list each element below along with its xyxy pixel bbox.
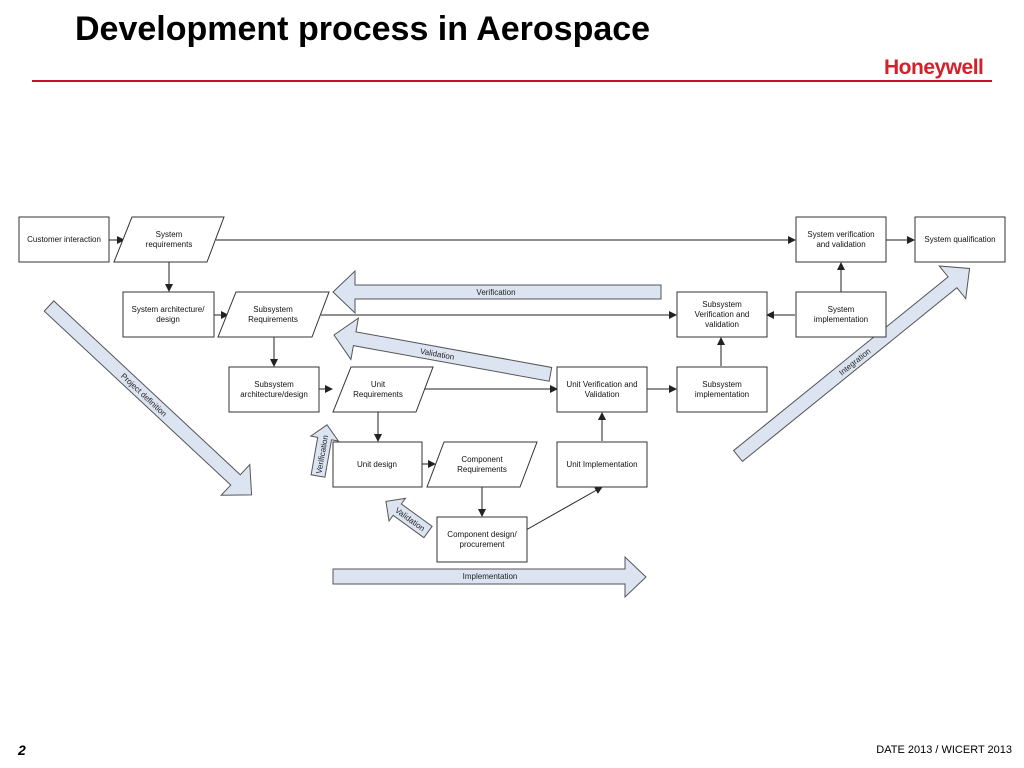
- svg-text:System qualification: System qualification: [924, 235, 995, 244]
- node-unit-design: Unit design: [332, 441, 423, 488]
- svg-text:Unit Implementation: Unit Implementation: [566, 460, 637, 469]
- connectors: [109, 236, 915, 531]
- title-divider: [32, 80, 992, 82]
- node-system-qualification: System qualification: [914, 216, 1006, 263]
- integration-arrow: Integration: [732, 265, 971, 463]
- verification-top-label: Verification: [476, 288, 515, 297]
- svg-text:Customer interaction: Customer interaction: [27, 235, 101, 244]
- svg-text:Unit design: Unit design: [357, 460, 397, 469]
- svg-text:System architecture/design: System architecture/design: [132, 305, 206, 324]
- honeywell-logo: Honeywell: [884, 56, 984, 79]
- node-component-design-procurement: Component design/procurement: [436, 516, 528, 563]
- node-system-architecture-design: System architecture/design: [122, 291, 215, 338]
- slide-title: Development process in Aerospace: [75, 10, 651, 48]
- verification-top-arrow: Verification: [332, 269, 662, 315]
- node-customer-interaction: Customer interaction: [18, 216, 110, 263]
- footer-text: DATE 2013 / WICERT 2013: [876, 744, 1012, 756]
- page-number: 2: [18, 742, 26, 758]
- node-unit-implementation: Unit Implementation: [556, 441, 648, 488]
- validation-small-arrow: Validation: [385, 497, 433, 539]
- project-definition-label: Project definition: [119, 372, 168, 419]
- implementation-label: Implementation: [463, 572, 518, 581]
- validation-mid-arrow: Validation: [333, 316, 553, 382]
- verification-small-arrow: Verification: [309, 424, 340, 478]
- implementation-arrow: Implementation: [332, 555, 647, 599]
- svg-text:Component design/procurement: Component design/procurement: [447, 530, 517, 549]
